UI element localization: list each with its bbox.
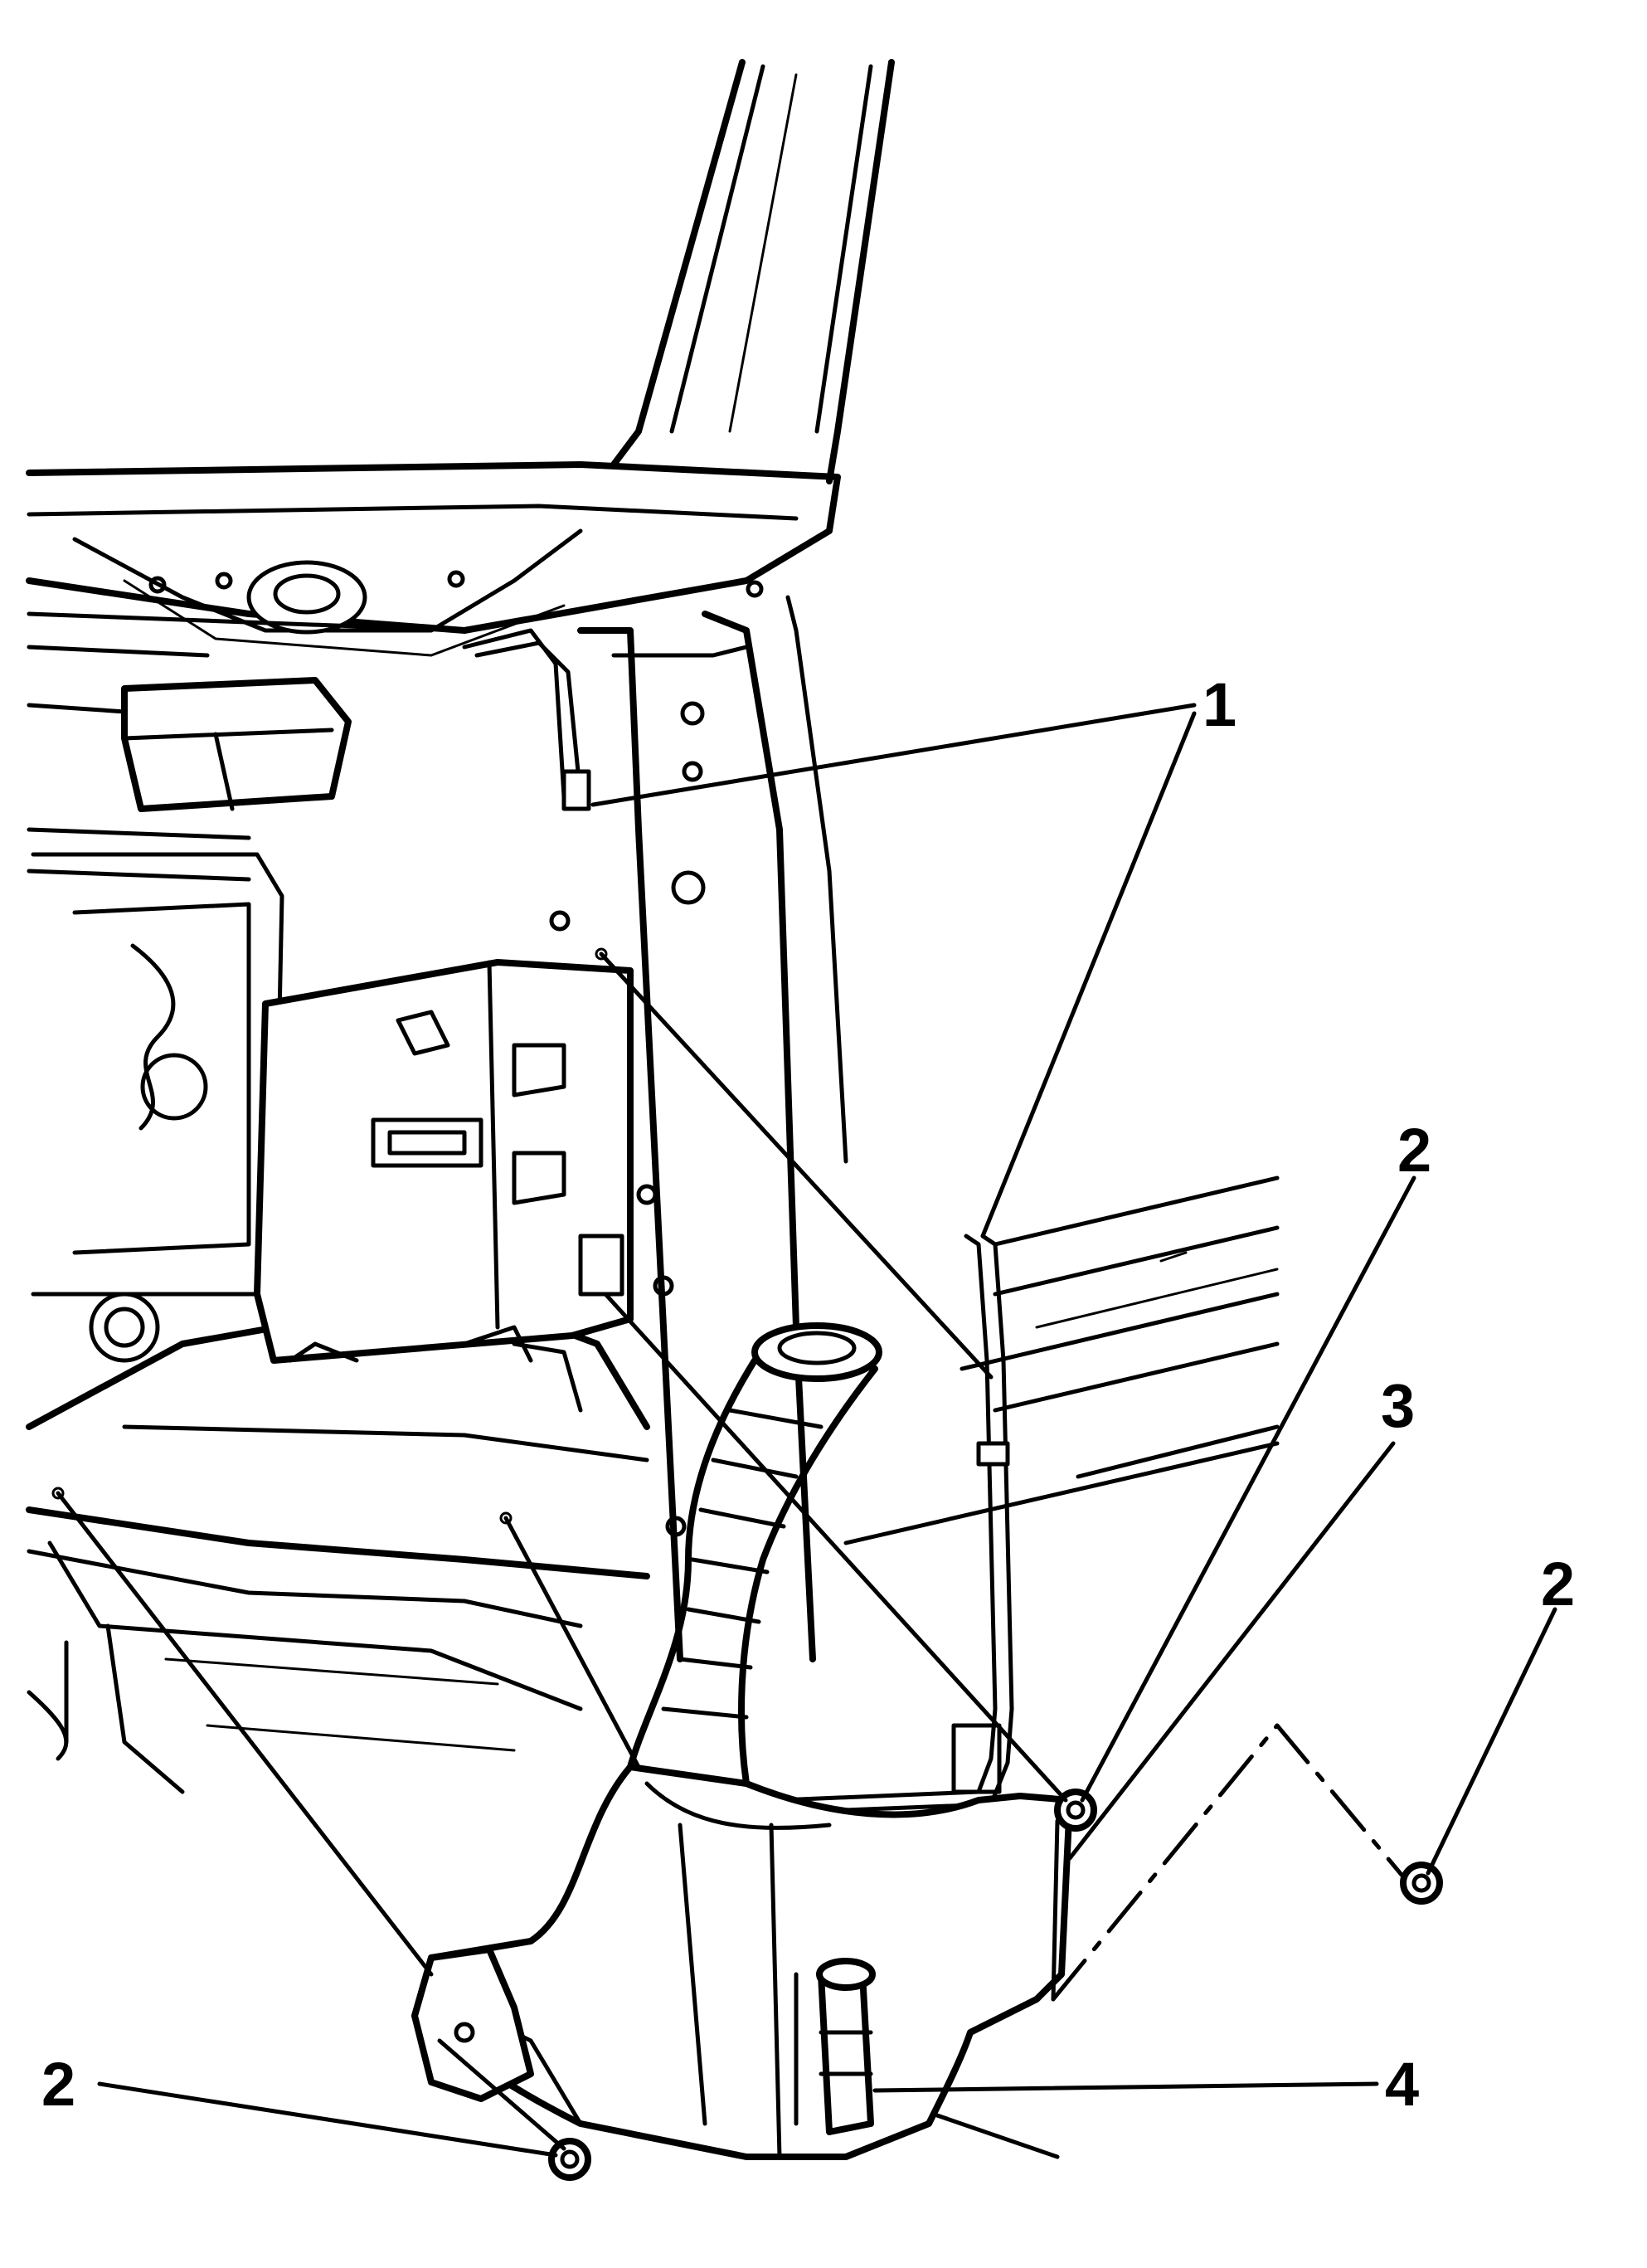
callout-3: 3 [1381,1371,1415,1440]
callout-2-upper: 2 [1397,1116,1431,1185]
callout-2-right: 2 [1541,1550,1575,1618]
callout-labels: 1 2 3 2 4 2 [41,670,1575,2119]
bolt-lower-left [548,2138,591,2181]
washer-fluid-reservoir [411,1322,1073,2160]
washer-pump [816,1958,876,2135]
callout-2-lower-left: 2 [41,2050,75,2119]
alignment-lines [51,947,1404,2159]
callout-4: 4 [1385,2050,1419,2119]
bolt-far-right [1400,1862,1443,1905]
vehicle-body-structure [26,59,1280,1794]
callout-leaders [97,703,1557,2158]
callout-1: 1 [1202,670,1236,739]
